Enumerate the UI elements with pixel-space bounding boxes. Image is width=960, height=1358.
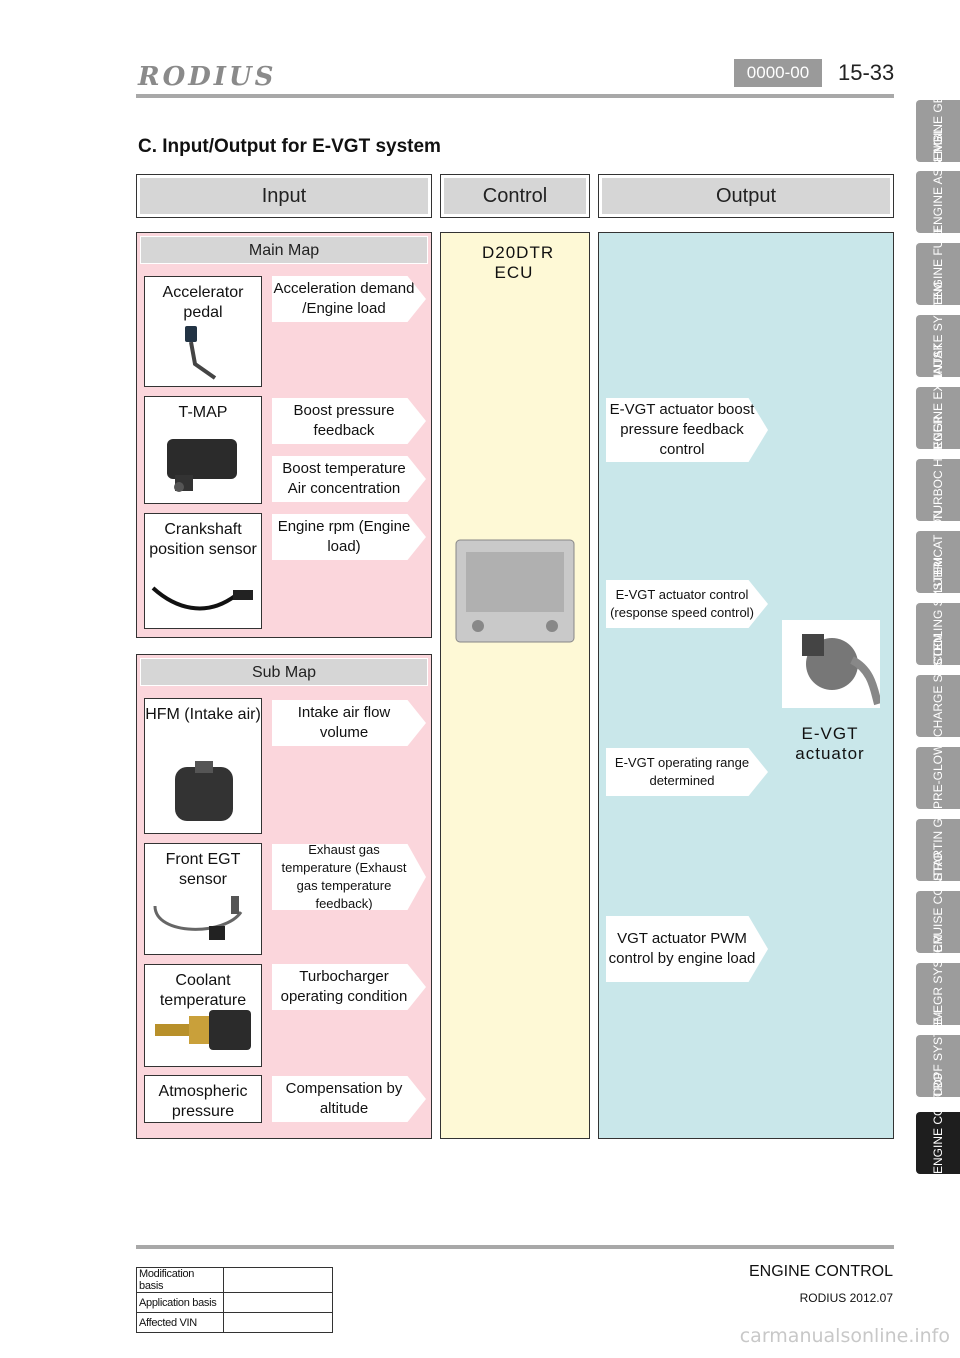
sensor-label: Coolant temperature [159,972,247,1009]
tab-charge-system[interactable]: CHARGE SYSTEM [916,633,960,737]
signal-boost-pressure: Boost pressure feedback [272,398,426,444]
coolant-temperature-sensor: Coolant temperature [144,964,262,1067]
section-code-badge: 0000-00 [734,59,822,87]
crankshaft-position-sensor: Crankshaft position sensor [144,513,262,629]
footer-date: RODIUS 2012.07 [799,1291,893,1305]
sensor-label: Accelerator pedal [162,284,244,321]
control-column-label: Control [444,178,586,214]
accelerator-pedal-icon [185,326,217,380]
crankshaft-sensor-icon [151,586,253,611]
brand-logo: RODIUS [138,62,277,92]
signal-boost-temperature: Boost temperature Air concentration [272,456,426,502]
footer-divider [136,1245,894,1249]
signal-label: Turbocharger operating condition [280,968,408,1005]
output-boost-pressure-feedback: E-VGT actuator boost pressure feedback c… [606,398,768,462]
page-number: 15-33 [838,60,895,85]
application-basis-value [223,1292,333,1313]
output-column-label: Output [602,178,890,214]
output-pwm-control: VGT actuator PWM control by engine load [606,916,768,982]
front-egt-sensor: Front EGT sensor [144,843,262,955]
hfm-sensor: HFM (Intake air) [144,698,262,834]
signal-label: Acceleration demand /Engine load [273,280,415,317]
control-panel [440,232,590,1139]
egt-sensor-icon [153,896,243,940]
signal-label: Boost temperature Air concentration [282,460,406,497]
output-column-header: Output [598,174,894,218]
signal-label: Engine rpm (Engine load) [277,518,411,555]
evgt-actuator-icon [782,620,880,708]
coolant-sensor-icon [155,1010,251,1050]
hfm-sensor-icon [175,761,233,821]
watermark: carmanualsonline.info [739,1325,950,1347]
ecu-label: D20DTR ECU [482,243,555,282]
tab-engine-control[interactable]: ENGINE CONTRO [916,1073,960,1174]
tab-pre-glow[interactable]: PRE-GLOW [916,744,960,809]
signal-engine-rpm: Engine rpm (Engine load) [272,514,426,560]
output-actuator-control: E-VGT actuator control (response speed c… [606,580,768,628]
input-column-label: Input [140,178,428,214]
tab-lubrication[interactable]: LUBRICAT ION [916,510,960,593]
tab-engine-assembly[interactable]: ENGINE ASSEMBL [916,128,960,233]
sensor-label: Front EGT sensor [165,851,241,888]
signal-exhaust-gas-temperature: Exhaust gas temperature (Exhaust gas tem… [272,844,426,910]
signal-label: Boost pressure feedback [293,402,395,439]
tab-engine-fuel[interactable]: ENGINE FUEL [916,225,960,305]
signal-label: Exhaust gas temperature (Exhaust gas tem… [281,842,407,911]
modification-table: Modification basis Application basis Aff… [136,1267,333,1333]
sensor-label: Atmospheric pressure [158,1083,248,1120]
output-label: E-VGT actuator control (response speed c… [610,587,754,620]
input-column-header: Input [136,174,432,218]
accelerator-pedal-sensor: Accelerator pedal [144,276,262,387]
output-operating-range: E-VGT operating range determined [606,748,768,796]
output-label: E-VGT operating range determined [614,755,750,788]
tmap-sensor-icon [167,439,237,492]
modification-basis-value [223,1267,333,1293]
footer-title: ENGINE CONTROL [748,1263,893,1280]
tab-e-egr-system[interactable]: E-EGR SYSTEM [916,934,960,1025]
modification-basis-label: Modification basis [136,1267,224,1293]
tab-engine-exhaust[interactable]: ENGINE EXHAUST [916,343,960,449]
section-title: C. Input/Output for E-VGT system [138,136,441,157]
tab-intake-system[interactable]: INTAKE SYSTEM [916,282,960,377]
sensor-label: T-MAP [178,404,228,421]
signal-turbocharger-condition: Turbocharger operating condition [272,964,426,1010]
signal-compensation-altitude: Compensation by altitude [272,1076,426,1122]
tmap-sensor: T-MAP [144,396,262,504]
tab-cooling-system[interactable]: COOLING SYSTEM [916,557,960,665]
sensor-label: Crankshaft position sensor [149,521,257,558]
signal-label: Compensation by altitude [285,1080,403,1117]
tab-engine-general[interactable]: ENGINE GENERAL [916,55,960,162]
control-column-header: Control [440,174,590,218]
tab-turbocharger[interactable]: TURBOC HARGER [916,416,960,521]
output-label: VGT actuator PWM control by engine load [608,930,756,967]
ecu-icon [455,539,575,643]
affected-vin-label: Affected VIN [136,1312,224,1333]
tab-cdpf-system[interactable]: CDPF SYSTEM [916,1012,960,1097]
header-divider [136,94,894,98]
tab-starting[interactable]: STARTIN G [916,818,960,881]
signal-acceleration-demand: Acceleration demand /Engine load [272,276,426,322]
evgt-actuator-label: E-VGT actuator [795,724,865,763]
sub-map-title: Sub Map [140,658,428,686]
affected-vin-value [223,1312,333,1333]
signal-intake-air-flow: Intake air flow volume [272,700,426,746]
tab-cruise-control[interactable]: CRUISE CONTRO [916,852,960,953]
sensor-label: HFM (Intake air) [145,706,261,723]
atmospheric-pressure-sensor: Atmospheric pressure [144,1075,262,1123]
signal-label: Intake air flow volume [297,704,391,741]
output-label: E-VGT actuator boost pressure feedback c… [609,401,755,458]
application-basis-label: Application basis [136,1292,224,1313]
main-map-title: Main Map [140,236,428,264]
